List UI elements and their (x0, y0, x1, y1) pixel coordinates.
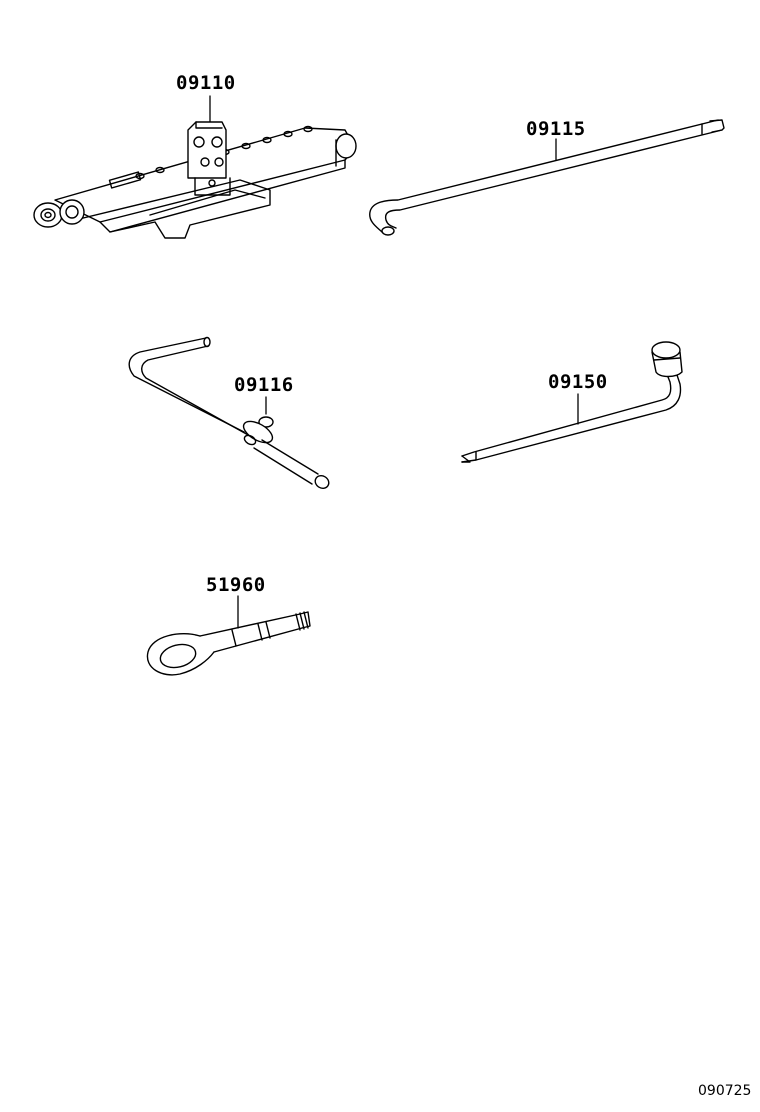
part-number-09110: 09110 (176, 72, 236, 94)
jack-handle-rod-icon (369, 119, 725, 236)
scissor-jack-icon (33, 95, 357, 239)
part-number-51960: 51960 (206, 574, 266, 596)
lug-wrench-icon (461, 341, 683, 463)
part-number-09116: 09116 (234, 374, 294, 396)
towing-eye-icon (146, 595, 311, 676)
part-number-09115: 09115 (526, 118, 586, 140)
crank-handle-icon (128, 336, 330, 489)
part-number-09150: 09150 (548, 371, 608, 393)
diagram-code: 090725 (698, 1083, 752, 1099)
